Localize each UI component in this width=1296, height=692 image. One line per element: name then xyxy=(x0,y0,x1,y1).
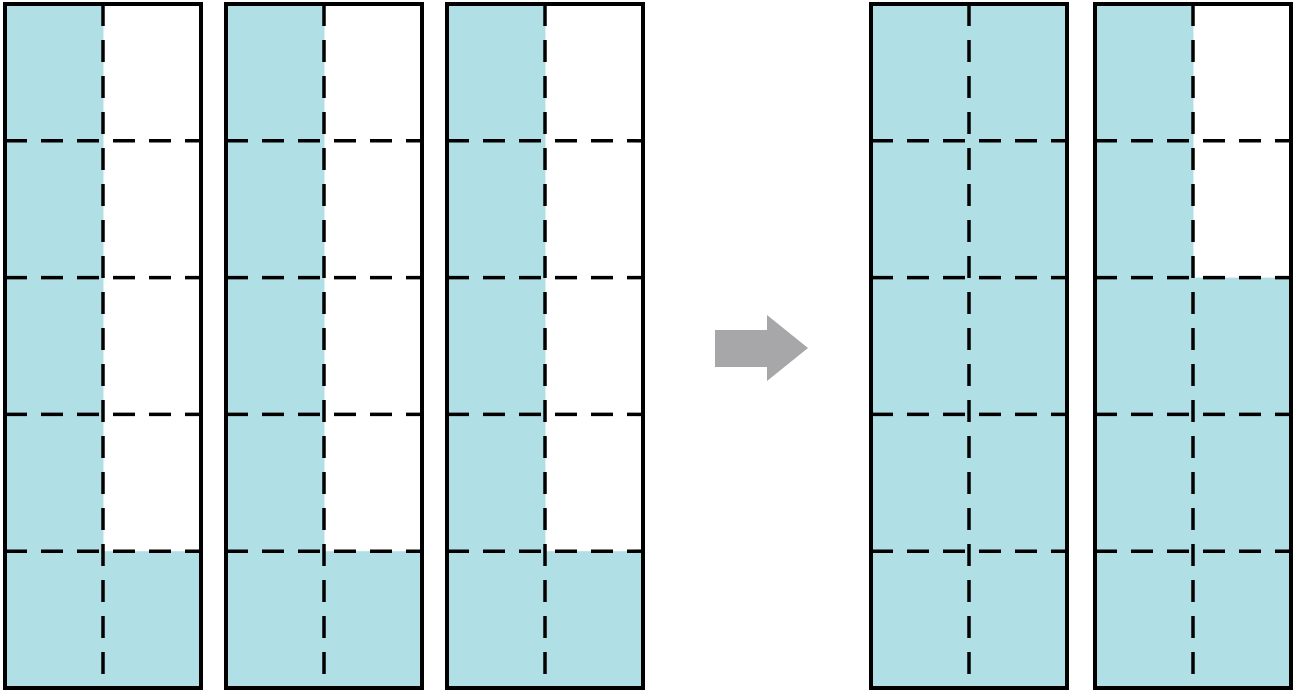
after-grid-1 xyxy=(869,2,1069,690)
filled-cell xyxy=(1193,277,1292,415)
filled-cell xyxy=(871,551,970,689)
filled-cell xyxy=(969,140,1068,279)
before-grid-2 xyxy=(224,2,424,690)
filled-cell xyxy=(1193,551,1292,689)
filled-cell xyxy=(5,4,104,142)
filled-cell xyxy=(226,414,325,552)
before-grid-3 xyxy=(445,2,645,690)
filled-cell xyxy=(103,551,202,689)
after-grids xyxy=(869,2,1293,690)
filled-cell xyxy=(545,551,644,689)
grid-border xyxy=(869,2,1069,690)
filled-cell xyxy=(1095,277,1194,415)
filled-cell xyxy=(1095,551,1194,689)
filled-cell xyxy=(1193,414,1292,552)
filled-cell xyxy=(324,551,423,689)
before-grids xyxy=(3,2,645,690)
grid-border xyxy=(224,2,424,690)
filled-cell xyxy=(447,414,546,552)
filled-cell xyxy=(871,277,970,415)
filled-cell xyxy=(1095,414,1194,552)
arrow-shape xyxy=(715,315,808,381)
filled-cell xyxy=(226,551,325,689)
filled-cell xyxy=(5,140,104,279)
right-arrow-icon xyxy=(715,315,808,381)
before-grid-1 xyxy=(3,2,203,690)
filled-cell xyxy=(1095,4,1194,142)
filled-cell xyxy=(447,140,546,279)
filled-cell xyxy=(5,551,104,689)
grid-border xyxy=(445,2,645,690)
filled-cell xyxy=(447,551,546,689)
filled-cell xyxy=(5,414,104,552)
grid-border xyxy=(1093,2,1293,690)
filled-cell xyxy=(969,277,1068,415)
filled-cell xyxy=(226,140,325,279)
filled-cell xyxy=(226,4,325,142)
filled-cell xyxy=(871,4,970,142)
filled-cell xyxy=(1095,140,1194,279)
filled-cell xyxy=(969,414,1068,552)
after-grid-2 xyxy=(1093,2,1293,690)
filled-cell xyxy=(226,277,325,415)
grid-border xyxy=(3,2,203,690)
filled-cell xyxy=(447,4,546,142)
filled-cell xyxy=(5,277,104,415)
filled-cell xyxy=(871,414,970,552)
filled-cell xyxy=(969,4,1068,142)
filled-cell xyxy=(447,277,546,415)
filled-cell xyxy=(871,140,970,279)
filled-cell xyxy=(969,551,1068,689)
